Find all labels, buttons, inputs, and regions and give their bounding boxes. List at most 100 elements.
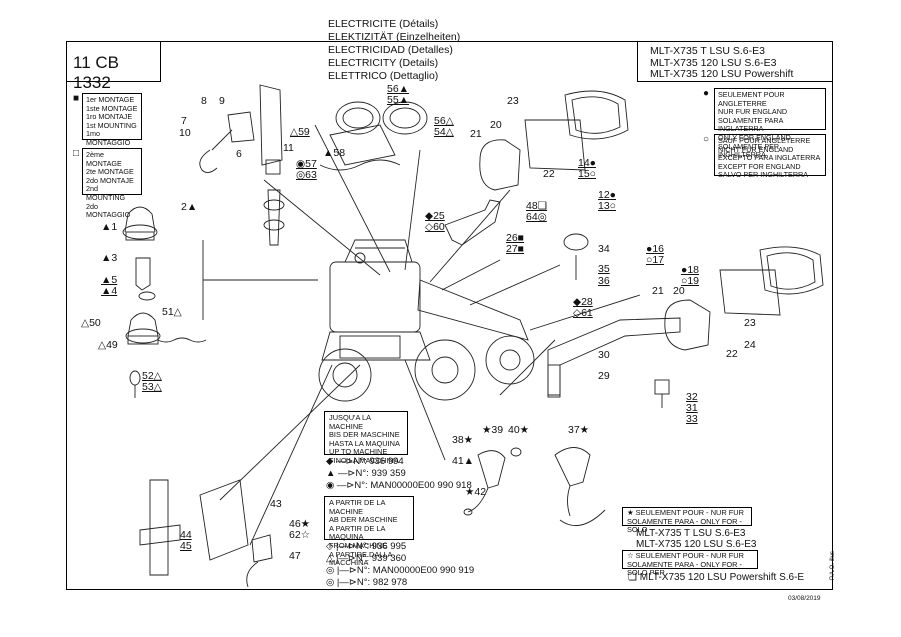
callout-label: 26■	[506, 232, 525, 244]
headlamp-16	[664, 246, 824, 351]
callout-label: 12●	[598, 189, 617, 201]
solo-star-models: MLT-X735 T LSU S.6-E3 MLT-X735 120 LSU S…	[636, 528, 756, 550]
callout-label: 38★	[452, 434, 474, 446]
serial-line: ◎ |—⊳N°: MAN00000E00 990 919	[326, 565, 475, 576]
callout-label: 44	[180, 529, 192, 541]
note-line: HASTA LA MAQUINA	[329, 438, 400, 448]
title-de: ELEKTIZITÄT (Einzelheiten)	[328, 31, 461, 43]
title-it: ELETTRICO (Dettaglio)	[328, 70, 439, 82]
callout-label: 40★	[508, 424, 530, 436]
leader-line	[404, 359, 446, 461]
callout-label: 21	[652, 285, 664, 297]
callout-label: 33	[686, 413, 698, 425]
legend-line: 1mo MONTAGGIO	[86, 129, 131, 147]
callout-label: 23	[507, 95, 519, 107]
callout-label: 51△	[162, 306, 182, 318]
reference-box: 11 CB 1332	[66, 41, 161, 92]
callout-label: 54△	[434, 126, 454, 138]
callout-label: ★39	[482, 424, 504, 436]
legend-line: EXCEPTO PARA INGLATERRA	[718, 153, 821, 163]
callout-label: 56△	[434, 115, 454, 127]
note-line: FINO LA MACCHINA	[329, 455, 399, 465]
leader-line	[249, 364, 333, 546]
leader-line	[314, 124, 391, 273]
legend-line: 1ro MONTAJE	[86, 112, 133, 122]
serial-line: ◉ —⊳N°: MAN00000E00 990 918	[326, 480, 472, 491]
callout-label: 2▲	[181, 201, 198, 213]
callout-label: 31	[686, 402, 698, 414]
joystick-39	[463, 450, 506, 516]
legend-line: 2te MONTAGE	[86, 167, 134, 177]
callout-label: 22	[726, 348, 738, 360]
callout-label: ◎63	[296, 169, 317, 181]
callout-label: 27■	[506, 243, 525, 255]
leader-line	[499, 339, 556, 396]
reference-number: 11 CB 1332	[73, 53, 119, 92]
note-line: UP TO MACHINE	[329, 447, 388, 457]
callout-label: 10	[179, 127, 191, 139]
note-solo-star: ★ SEULEMENT POUR - NUR FUR SOLAMENTE PAR…	[622, 507, 752, 534]
leader-line	[469, 264, 561, 306]
callout-label: 24	[744, 339, 756, 351]
legend-line: NUR FUR ENGLAND	[718, 107, 788, 117]
relay-32	[654, 379, 670, 408]
callout-label: 64◎	[526, 211, 547, 223]
filled-circle-icon: ●	[703, 88, 710, 99]
callout-label: ▲5	[101, 274, 118, 286]
callout-label: 14●	[578, 157, 597, 169]
callout-label: 55▲	[387, 94, 410, 106]
legend-line: SEULEMENT POUR ANGLETERRE	[718, 90, 785, 108]
lever-11	[263, 159, 285, 246]
note-line: ☆ SEULEMENT POUR - NUR FUR	[627, 551, 744, 560]
callout-label: 29	[598, 370, 610, 382]
callout-label: 20	[673, 285, 685, 297]
fender-bracket-30	[547, 317, 681, 398]
legend-except-england: ○ SAUF POUR ANGLETERRE NICHT FUR ENGLAND…	[703, 134, 826, 179]
legend-line: 2ème MONTAGE	[86, 150, 122, 168]
joystick-37	[554, 447, 606, 527]
callout-label: △49	[98, 339, 118, 351]
callout-label: ▲1	[101, 221, 118, 233]
date: 03/08/2019	[788, 595, 821, 602]
legend-line: SOLAMENTE PER INGHILTERRA	[718, 141, 780, 160]
legend-line: SAUF POUR ANGLETERRE	[718, 136, 811, 145]
callout-label: 15○	[578, 168, 597, 180]
bulb-52	[129, 370, 141, 398]
callout-label: ◇61	[573, 307, 593, 319]
work-light-55	[319, 101, 428, 171]
models-box	[637, 41, 833, 82]
callout-label: 22	[543, 168, 555, 180]
note-line: AB DER MASCHINE	[329, 515, 398, 525]
switch-harness-6	[199, 84, 283, 173]
note-line: SOLAMENTE PARA - ONLY FOR - SOLO	[627, 516, 742, 535]
callout-label: 11	[283, 142, 294, 154]
model-line: MLT-X735 120 LSU S.6-E3	[636, 539, 757, 550]
note-line: JUSQU'A LA MACHINE	[329, 413, 371, 431]
leader-line	[263, 179, 381, 276]
callout-label: ●18	[681, 264, 700, 276]
serial-list-up-to: ◆ —⊳N°: 936 994 ▲ —⊳N°: 939 359 ◉ —⊳N°: …	[326, 456, 472, 492]
callout-label: ○19	[681, 275, 700, 287]
callout-label: ▲58	[323, 147, 346, 159]
serial-line: ◇ |—⊳N°: 936 995	[326, 541, 407, 552]
open-square-icon: □	[73, 148, 80, 159]
model-list: MLT-X735 T LSU S.6-E3 MLT-X735 120 LSU S…	[650, 45, 793, 81]
legend-line: 2do MONTAJE	[86, 175, 134, 185]
open-circle-icon: ○	[703, 134, 710, 145]
callout-label: 48❏	[526, 200, 548, 212]
callout-label: 53△	[142, 381, 162, 393]
model-2: MLT-X735 120 LSU S.6-E3	[650, 56, 777, 69]
callout-label: ◇60	[425, 221, 445, 233]
note-from-machine: A PARTIR DE LA MACHINE AB DER MASCHINE A…	[324, 496, 414, 567]
telehandler-drawing	[318, 239, 535, 402]
drawing-frame	[66, 41, 833, 590]
note-line: A PARTIR DE LA MACHINE	[329, 498, 385, 516]
beacon-lamp-51	[125, 312, 207, 345]
model-line: MLT-X735 T LSU S.6-E3	[636, 528, 746, 539]
note-line: A PARTIRE DALLA MACCHINA	[329, 549, 392, 568]
title-fr: ELECTRICITE (Détails)	[328, 18, 439, 30]
switch-40	[510, 447, 522, 457]
note-line: SOLAMENTE PARA - ONLY FOR - SOLO PER	[627, 559, 742, 578]
legend-line: 2do MONTAGGIO	[86, 201, 131, 220]
leader-line	[441, 259, 501, 291]
